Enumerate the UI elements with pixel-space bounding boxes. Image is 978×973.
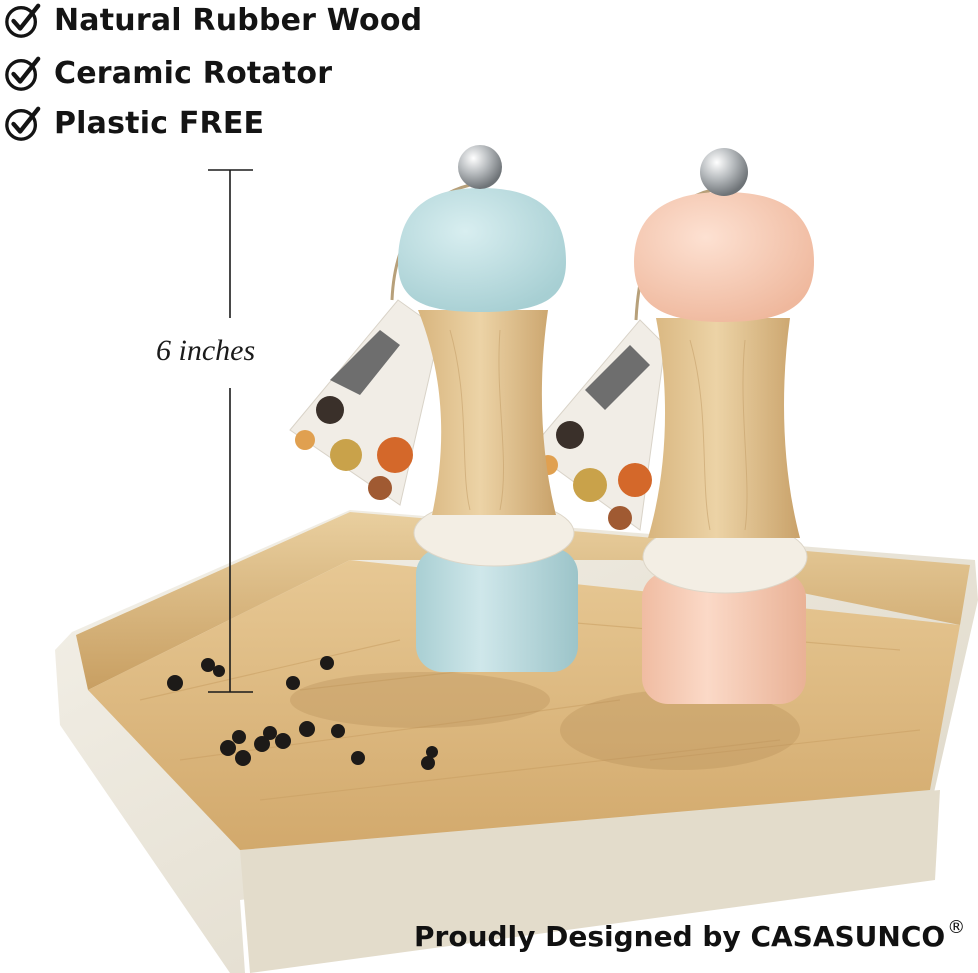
blue-steel-knob [458, 145, 502, 189]
blue-grinder-shadow [290, 672, 550, 728]
tray-white-front [240, 790, 940, 973]
feature-item-plastic-free: Plastic FREE [4, 104, 264, 142]
height-measurement-label: 6 inches [156, 334, 256, 367]
pink-wood-body [648, 318, 800, 538]
pink-dome-cap [634, 192, 814, 322]
feature-label: Plastic FREE [54, 105, 265, 141]
pink-steel-knob [700, 148, 748, 196]
brand-credit: Proudly Designed by CASASUNCO® [414, 917, 965, 953]
height-measure-line [208, 169, 253, 693]
check-circle-icon [5, 3, 41, 38]
registered-mark: ® [947, 917, 966, 938]
feature-label: Natural Rubber Wood [54, 2, 423, 38]
check-circle-icon [5, 56, 41, 91]
pink-pepper-grinder [634, 148, 814, 704]
feature-item-wood: Natural Rubber Wood [4, 1, 422, 39]
check-circle-icon [5, 106, 41, 141]
feature-item-ceramic: Ceramic Rotator [4, 54, 332, 92]
brand-credit-text: Proudly Designed by CASASUNCO [414, 920, 946, 953]
blue-dome-cap [398, 188, 566, 312]
feature-label: Ceramic Rotator [54, 55, 333, 91]
pink-base [642, 572, 806, 704]
pink-grinder-shadow [560, 690, 800, 770]
blue-base [416, 548, 578, 672]
blue-wood-body [418, 310, 556, 515]
recipe-tag-blue [289, 299, 441, 506]
peppercorns [167, 656, 438, 770]
blue-salt-grinder [390, 145, 578, 672]
